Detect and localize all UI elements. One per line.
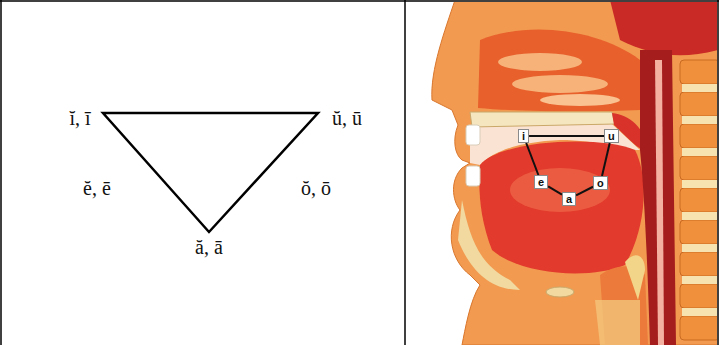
table-border bbox=[0, 0, 2, 345]
vowel-box: o bbox=[593, 176, 608, 190]
vowel-letter: e bbox=[538, 176, 544, 188]
vowel-line bbox=[576, 187, 593, 196]
head-section bbox=[432, 2, 717, 345]
vowel-box: a bbox=[562, 192, 576, 206]
vowel-line bbox=[548, 186, 562, 194]
vowel-box: u bbox=[604, 129, 619, 143]
vowel-line bbox=[526, 143, 538, 175]
vowel-line bbox=[602, 143, 610, 176]
vowel-label: ŭ, ū bbox=[332, 107, 362, 129]
vowel-triangle bbox=[103, 113, 318, 232]
table-border bbox=[404, 0, 406, 345]
table-border bbox=[0, 0, 719, 2]
vowel-line bbox=[602, 143, 610, 176]
vowel-letter: a bbox=[566, 193, 572, 205]
vowel-line bbox=[526, 143, 538, 175]
vowel-line bbox=[529, 136, 604, 137]
vowel-line bbox=[576, 187, 593, 196]
vowel-box: e bbox=[534, 175, 548, 189]
vowel-letter: u bbox=[608, 130, 615, 142]
vowel-label: ă, ā bbox=[195, 236, 223, 258]
vowel-label: ĕ, ē bbox=[83, 177, 111, 199]
table-border bbox=[717, 0, 719, 345]
vowel-line bbox=[548, 186, 562, 194]
vowel-label: ŏ, ō bbox=[301, 177, 331, 199]
vowel-label: ĭ, ī bbox=[69, 107, 90, 129]
vowel-letter: o bbox=[597, 177, 604, 189]
vowel-box: i bbox=[518, 129, 529, 143]
vowel-letter: i bbox=[522, 130, 525, 142]
vowel-line bbox=[529, 135, 604, 137]
